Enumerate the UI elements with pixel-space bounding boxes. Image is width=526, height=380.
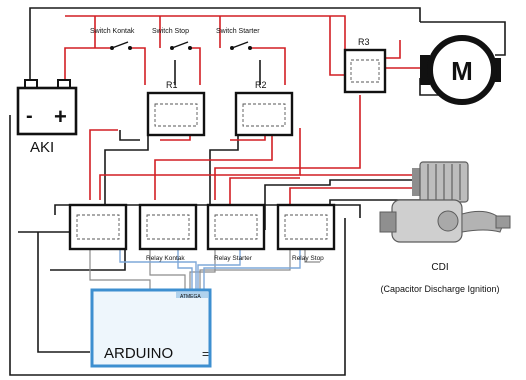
relay-starter: Relay Starter xyxy=(206,203,266,262)
switch-stop: Switch Stop xyxy=(152,28,192,50)
relay-r1: R1 xyxy=(146,80,206,137)
switch-kontak: Switch Kontak xyxy=(90,28,135,50)
relay-r1-label: R1 xyxy=(166,80,178,90)
cdi-subtitle: (Capacitor Discharge Ignition) xyxy=(380,284,499,294)
arduino-label: ARDUINO xyxy=(104,345,173,362)
relay-r3: R3 xyxy=(343,37,387,94)
arduino-header-label: ATMEGA xyxy=(180,294,201,300)
relay-kontak-label: Relay Kontak xyxy=(146,255,185,262)
battery-minus-label: - xyxy=(26,105,33,127)
switch-stop-label: Switch Stop xyxy=(152,28,189,35)
cdi-unit: CDI (Capacitor Discharge Ignition) xyxy=(379,161,511,294)
arduino-control-wires xyxy=(119,250,301,290)
relay-stop-label: Relay Stop xyxy=(292,255,324,262)
relay-unnamed xyxy=(68,203,128,251)
relay-r2-label: R2 xyxy=(255,80,267,90)
power-wires xyxy=(64,15,420,220)
battery: - + AKI xyxy=(16,79,78,156)
battery-plus-label: + xyxy=(54,104,67,129)
switch-starter-label: Switch Starter xyxy=(216,28,260,35)
cdi-title: CDI xyxy=(431,262,448,273)
motor: M xyxy=(420,35,501,105)
arduino-suffix: = xyxy=(202,347,209,361)
relay-r2: R2 xyxy=(234,80,294,137)
battery-label: AKI xyxy=(30,139,54,156)
relay-r3-label: R3 xyxy=(358,37,370,47)
relay-starter-label: Relay Starter xyxy=(214,255,253,262)
relay-stop: Relay Stop xyxy=(276,203,336,262)
motor-label: M xyxy=(451,56,473,86)
arduino-board: ATMEGA ARDUINO = xyxy=(90,288,212,368)
signal-grey-wires xyxy=(89,245,320,290)
switch-kontak-label: Switch Kontak xyxy=(90,28,135,35)
switch-starter: Switch Starter xyxy=(216,28,260,50)
relay-kontak: Relay Kontak xyxy=(138,203,198,262)
